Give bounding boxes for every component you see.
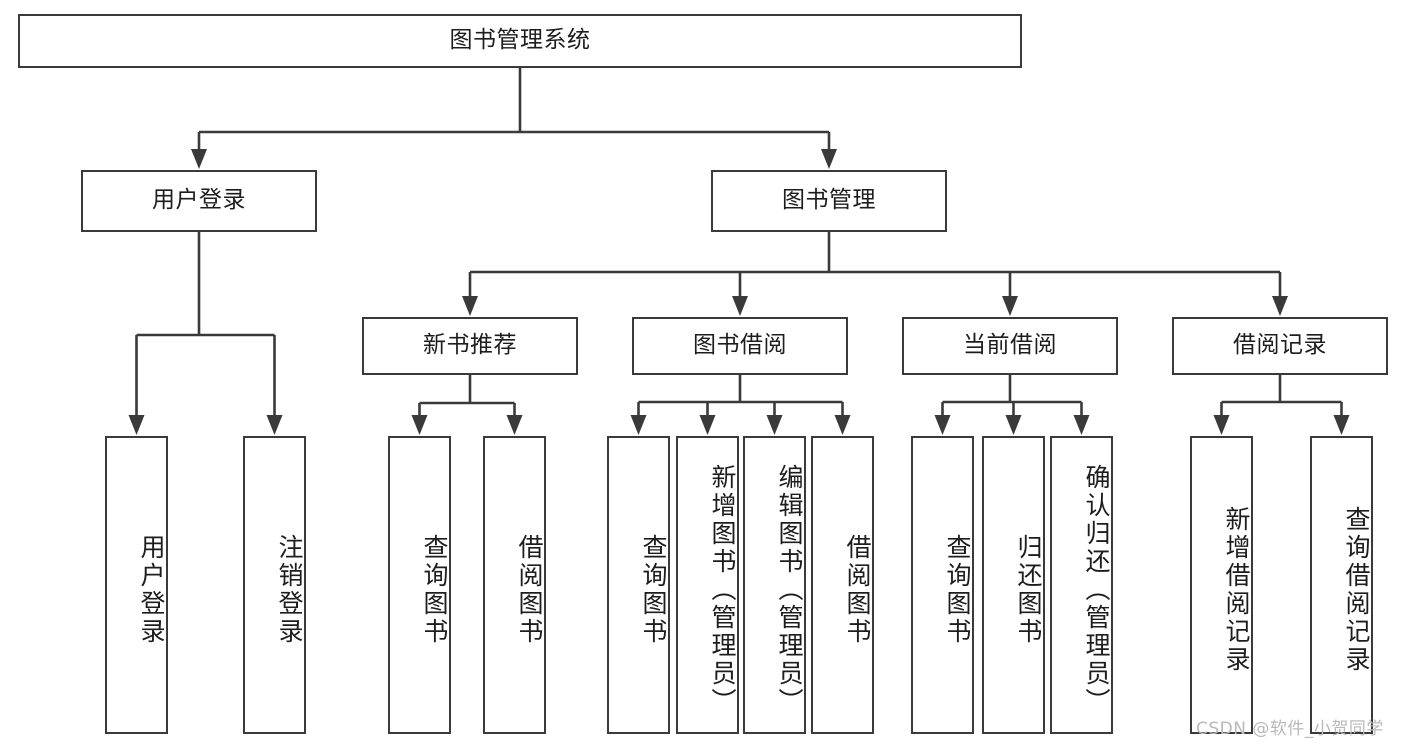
arrowhead-icon <box>266 415 283 435</box>
arrowhead-icon <box>766 415 783 435</box>
watermark-label: CSDN @软件_小贺同学 <box>1196 719 1384 739</box>
node-l11[interactable]: 确认归还（管理员） <box>1050 436 1113 734</box>
node-label: 图书借阅 <box>693 332 787 359</box>
node-label: 确认归还（管理员） <box>1082 464 1111 716</box>
node-current[interactable]: 当前借阅 <box>902 317 1118 375</box>
node-label: 归还图书 <box>1014 534 1043 646</box>
arrowhead-icon <box>934 415 951 435</box>
node-l9[interactable]: 查询图书 <box>911 436 974 734</box>
node-label: 新书推荐 <box>423 332 517 359</box>
node-l1[interactable]: 用户登录 <box>105 436 168 734</box>
node-l2[interactable]: 注销登录 <box>243 436 306 734</box>
node-l7[interactable]: 编辑图书（管理员） <box>743 436 806 734</box>
node-l3[interactable]: 查询图书 <box>388 436 451 734</box>
arrowhead-icon <box>462 296 478 316</box>
arrowhead-icon <box>506 415 523 435</box>
node-label: 新增借阅记录 <box>1222 506 1251 674</box>
arrowhead-icon <box>1002 296 1018 316</box>
node-label: 用户登录 <box>152 187 246 214</box>
node-borrow[interactable]: 图书借阅 <box>632 317 848 375</box>
arrowhead-icon <box>834 415 851 435</box>
arrowhead-icon <box>1073 415 1090 435</box>
node-label: 注销登录 <box>275 534 304 646</box>
node-label: 查询图书 <box>639 534 668 646</box>
node-label: 新增图书（管理员） <box>708 464 737 716</box>
node-label: 查询图书 <box>420 534 449 646</box>
node-newrec[interactable]: 新书推荐 <box>362 317 578 375</box>
node-l8[interactable]: 借阅图书 <box>811 436 874 734</box>
node-records[interactable]: 借阅记录 <box>1172 317 1388 375</box>
node-l4[interactable]: 借阅图书 <box>483 436 546 734</box>
node-bookmgmt[interactable]: 图书管理 <box>711 170 947 232</box>
arrowhead-icon <box>1333 415 1350 435</box>
node-label: 用户登录 <box>137 534 166 646</box>
arrowhead-icon <box>1213 415 1230 435</box>
arrowhead-icon <box>128 415 145 435</box>
node-label: 借阅图书 <box>843 534 872 646</box>
node-label: 查询图书 <box>943 534 972 646</box>
arrowhead-icon <box>630 415 647 435</box>
node-label: 图书管理系统 <box>449 27 591 54</box>
node-login[interactable]: 用户登录 <box>81 170 317 232</box>
node-label: 当前借阅 <box>963 332 1057 359</box>
arrowhead-icon <box>411 415 428 435</box>
node-label: 编辑图书（管理员） <box>775 464 804 716</box>
node-label: 借阅记录 <box>1233 332 1327 359</box>
node-l6[interactable]: 新增图书（管理员） <box>676 436 739 734</box>
node-l12[interactable]: 新增借阅记录 <box>1190 436 1253 734</box>
arrowhead-icon <box>191 149 207 169</box>
arrowhead-icon <box>1272 296 1288 316</box>
arrowhead-icon <box>821 149 837 169</box>
node-label: 图书管理 <box>782 187 876 214</box>
node-root[interactable]: 图书管理系统 <box>18 14 1022 68</box>
arrowhead-icon <box>732 296 748 316</box>
node-l13[interactable]: 查询借阅记录 <box>1310 436 1373 734</box>
arrowhead-icon <box>699 415 716 435</box>
node-label: 借阅图书 <box>515 534 544 646</box>
arrowhead-icon <box>1005 415 1022 435</box>
node-l5[interactable]: 查询图书 <box>607 436 670 734</box>
node-l10[interactable]: 归还图书 <box>982 436 1045 734</box>
node-label: 查询借阅记录 <box>1342 506 1371 674</box>
